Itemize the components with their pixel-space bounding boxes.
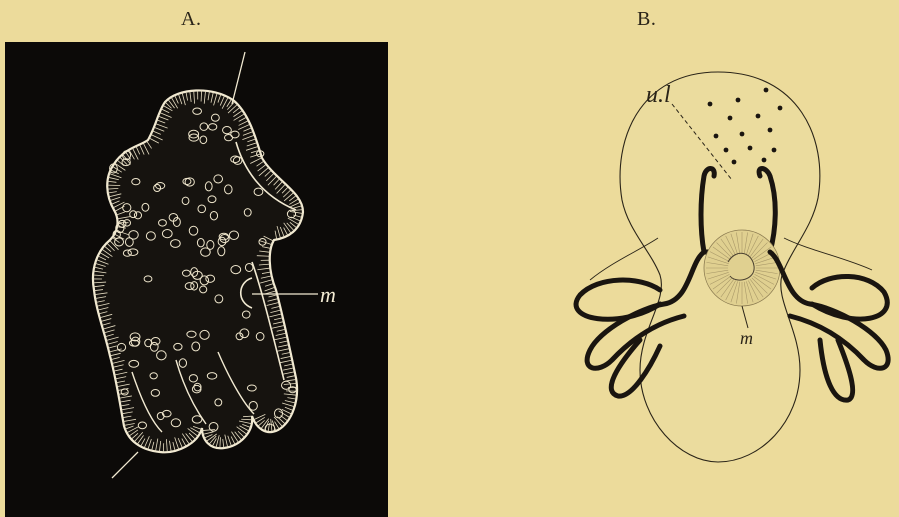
panel-b: u.l m <box>576 72 888 462</box>
eye-dot <box>778 106 783 111</box>
eye-dot <box>736 98 741 103</box>
eye-dot <box>748 146 753 151</box>
cilium <box>257 256 270 257</box>
eye-dot <box>728 116 733 121</box>
eye-dot <box>708 102 713 107</box>
panel-b-arm-left-loop <box>576 280 660 319</box>
panel-b-label-ul: u.l <box>646 82 671 108</box>
eye-dot <box>764 88 769 93</box>
panel-b-label-m: m <box>740 328 753 348</box>
eye-dot <box>724 148 729 153</box>
panel-b-arm-right-lower <box>820 340 853 400</box>
panel-a-label-m: m <box>320 282 336 307</box>
eye-dot <box>756 114 761 119</box>
cilium <box>201 91 202 102</box>
eye-dot <box>762 158 767 163</box>
eye-dot <box>732 160 737 165</box>
panel-b-side-line-left <box>590 238 658 280</box>
cilium <box>241 419 252 420</box>
eye-dot <box>740 132 745 137</box>
eye-dot <box>768 128 773 133</box>
cilium <box>220 437 221 448</box>
panel-a: m <box>5 42 388 517</box>
eye-dot <box>714 134 719 139</box>
eye-dot <box>772 148 777 153</box>
panel-b-arm-right-loop <box>812 276 887 319</box>
